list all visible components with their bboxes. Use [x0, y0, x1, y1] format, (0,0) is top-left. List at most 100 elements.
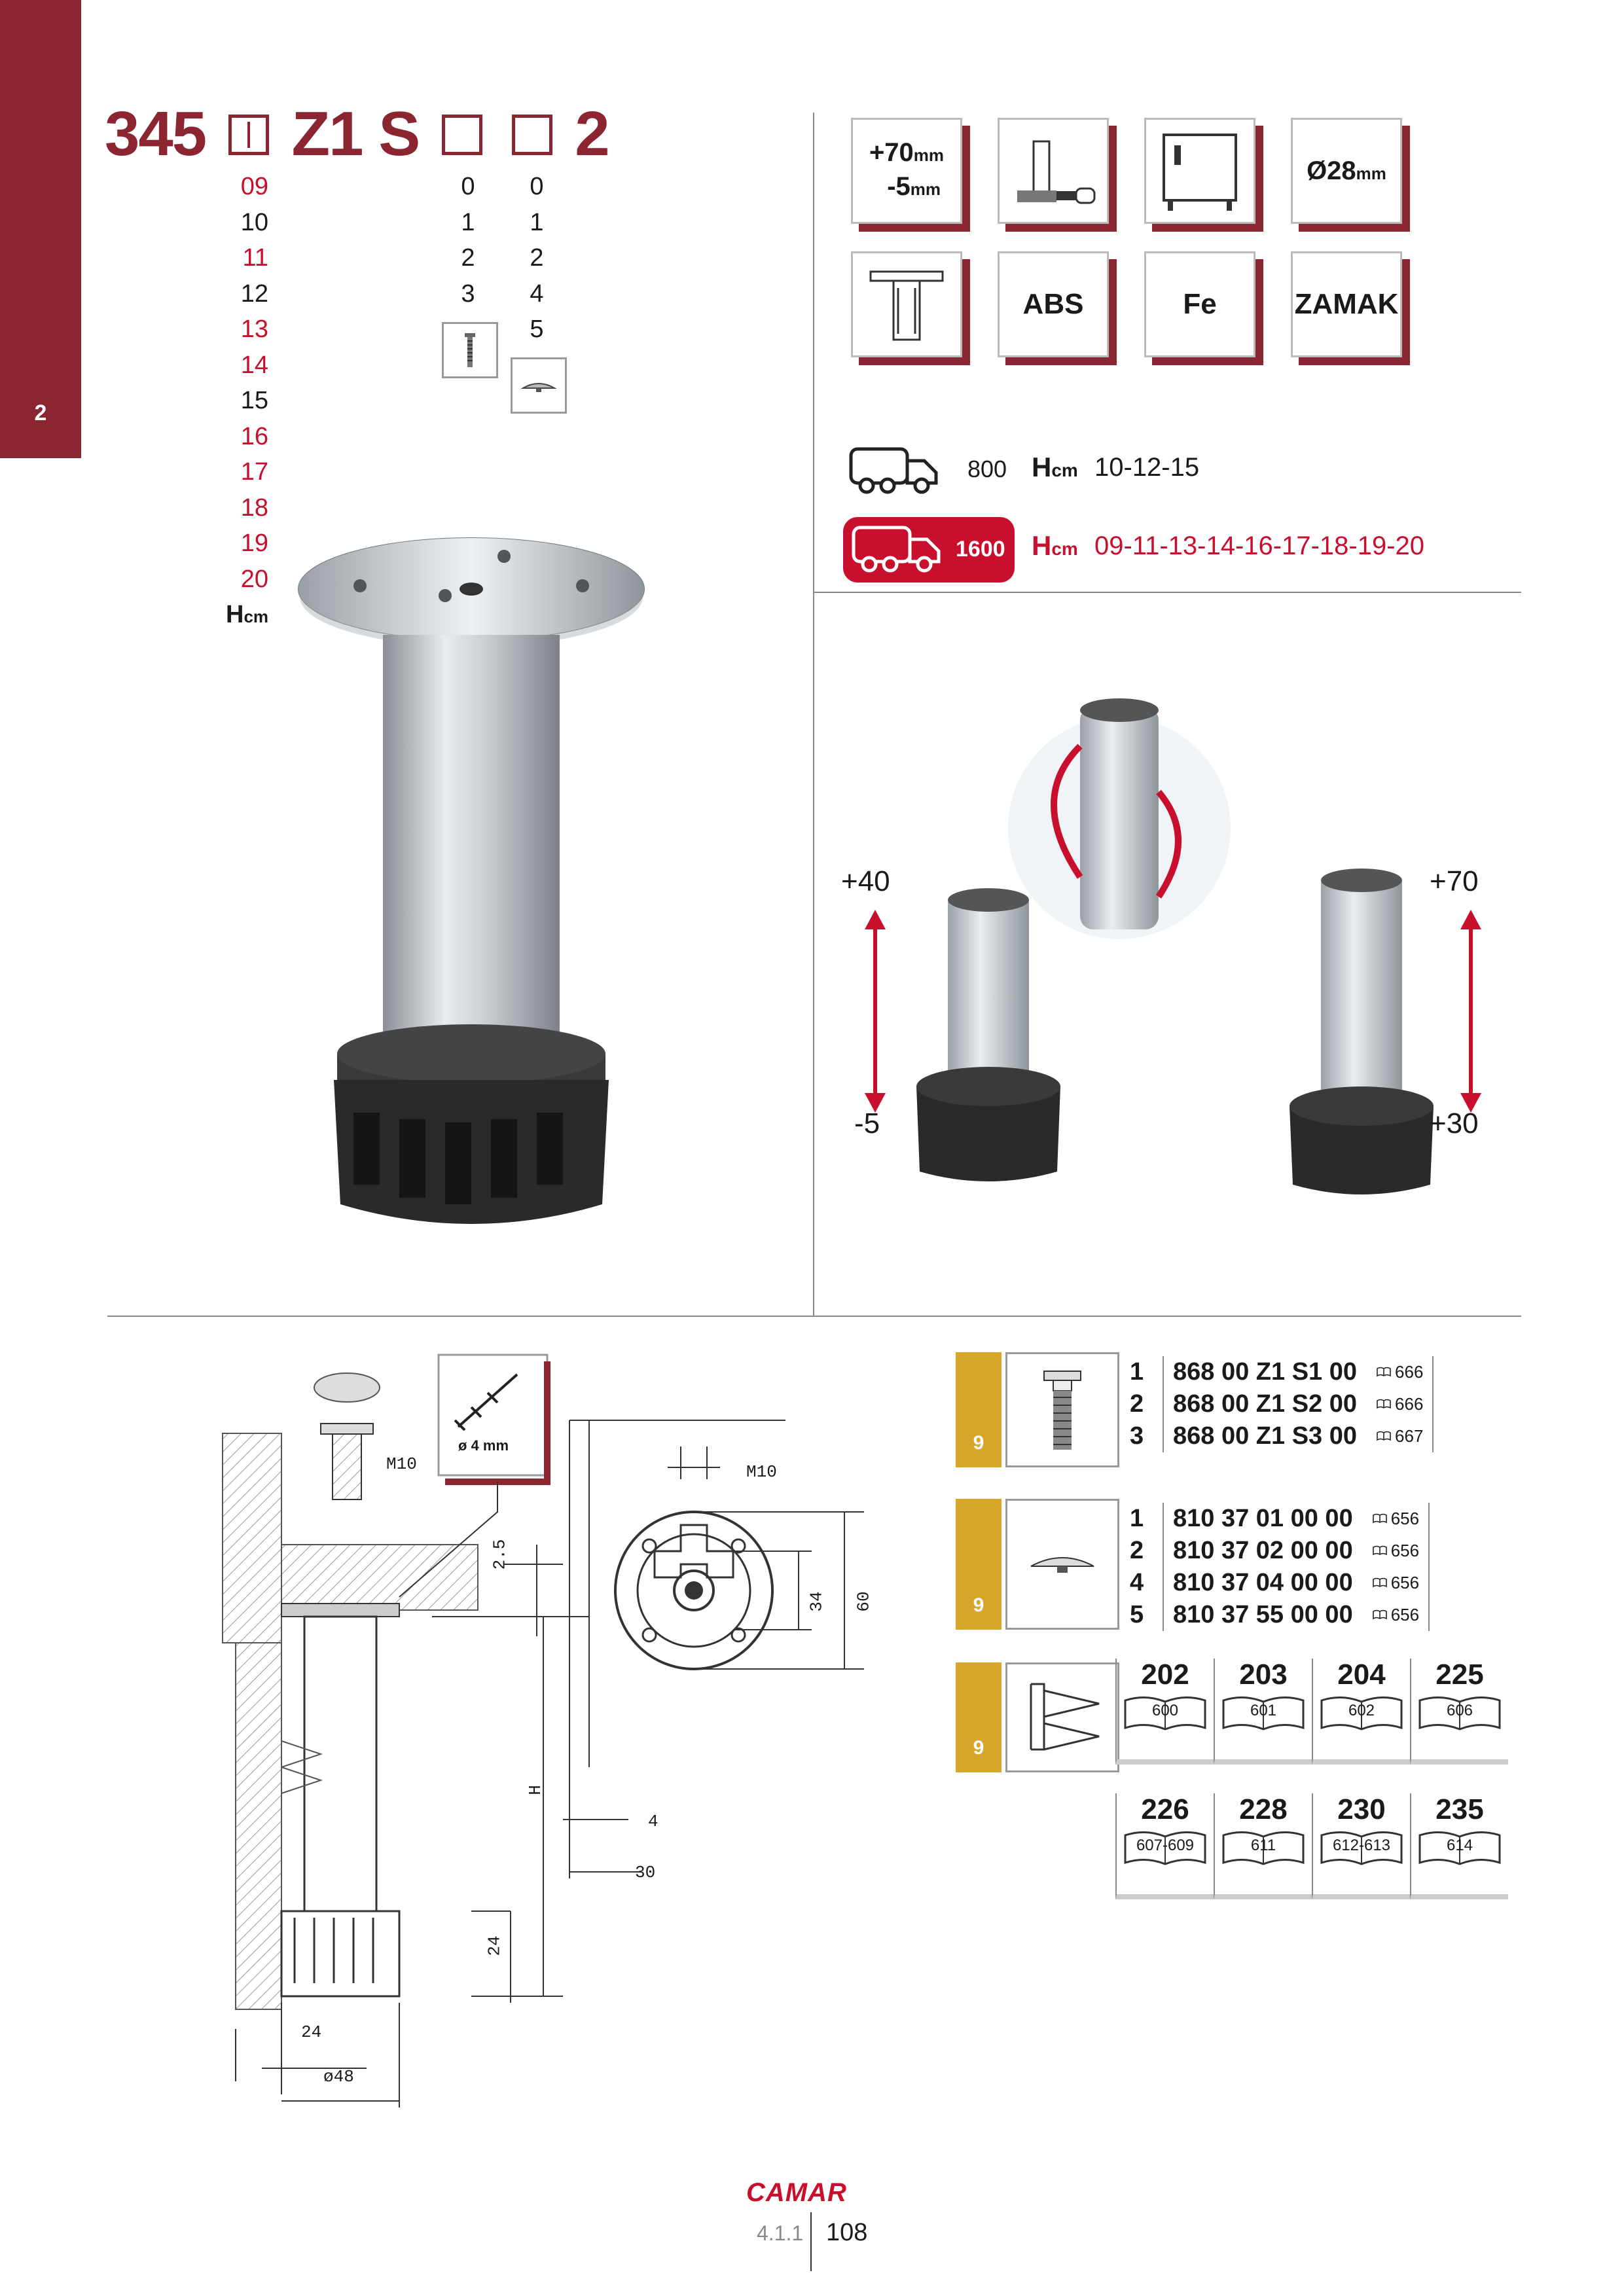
catalog-number: 235: [1435, 1793, 1484, 1825]
screw-option-box: [442, 322, 498, 378]
material-zamak-box: ZAMAK: [1291, 251, 1402, 357]
product-code: 868 00 Z1 S2 00: [1173, 1390, 1358, 1418]
cover-cap-icon: [520, 383, 557, 392]
product-code: 868 00 Z1 S3 00: [1173, 1422, 1358, 1450]
product-code: 810 37 01 00 00: [1173, 1505, 1353, 1532]
shipping-values-2: 09-11-13-14-16-17-18-19-20: [1094, 531, 1425, 560]
adjustment-range-box: +70mm -5mm: [851, 118, 962, 224]
footer-section: 4.1.1: [757, 2221, 804, 2245]
catalog-page: 612-613: [1332, 1837, 1391, 1854]
option-value: 0: [530, 173, 544, 200]
height-option: 16: [240, 422, 268, 450]
catalog-ref-cell[interactable]: 226 607-609: [1115, 1793, 1214, 1899]
catalog-page: 606: [1446, 1702, 1473, 1719]
height-option: 14: [240, 351, 268, 379]
catalog-book-icon: [1377, 1367, 1391, 1378]
catalog-page-ref: 656: [1390, 1605, 1420, 1624]
open-book-icon: 600: [1123, 1694, 1208, 1733]
product-code: 868 00 Z1 S1 00: [1173, 1358, 1358, 1386]
catalog-number: 225: [1435, 1659, 1484, 1691]
code-slot-height: [228, 114, 269, 155]
material-fe-box: Fe: [1144, 251, 1255, 357]
height-option: 18: [240, 493, 268, 522]
shipping-hcm-label-1: Hcm: [1032, 452, 1078, 482]
shipping-values-1: 10-12-15: [1094, 453, 1200, 482]
catalog-number: 230: [1337, 1793, 1386, 1825]
catalog-page: 614: [1446, 1837, 1473, 1854]
product-code: 810 37 55 00 00: [1173, 1601, 1353, 1628]
vertical-divider: [813, 113, 814, 1317]
height-option: 19: [240, 529, 268, 557]
dim-30: 30: [635, 1863, 656, 1882]
technical-drawing: [222, 1354, 864, 2108]
option-value: 0: [461, 173, 475, 200]
open-book-icon: 612-613: [1319, 1829, 1404, 1868]
height-option: 12: [240, 279, 268, 308]
pack-qty-bar-2: 9: [956, 1499, 1001, 1630]
pack-qty-bar-1: 9: [956, 1352, 1001, 1467]
dim-m10-left: M10: [386, 1454, 417, 1474]
option-value: 2: [461, 244, 475, 272]
catalog-number: 228: [1239, 1793, 1288, 1825]
cabinet-icon: [1163, 134, 1237, 211]
shipping-qty-800: 800: [967, 456, 1007, 482]
truck-icon-small: [849, 447, 938, 494]
product-code: 810 37 02 00 00: [1173, 1537, 1353, 1564]
drawing-screw-label: ø 4 mm: [458, 1437, 509, 1454]
open-book-icon: 611: [1221, 1829, 1306, 1868]
catalog-page: 600: [1151, 1702, 1179, 1719]
height-option: 13: [240, 315, 268, 343]
code-slot-option1: [441, 114, 482, 155]
dim-34: 34: [806, 1591, 827, 1612]
cover-cap-icon: [1030, 1557, 1094, 1573]
adjust-label-right-top: +70: [1430, 865, 1479, 897]
open-book-icon: 606: [1417, 1694, 1502, 1733]
catalog-ref-cell[interactable]: 235 614: [1410, 1793, 1508, 1899]
catalog-ref-cell[interactable]: 230 612-613: [1312, 1793, 1410, 1899]
open-book-icon: 601: [1221, 1694, 1306, 1733]
screwdriver-adjust-box: [998, 118, 1109, 224]
dim-4: 4: [648, 1812, 659, 1831]
product-code: 810 37 04 00 00: [1173, 1569, 1353, 1596]
catalog-ref-cell[interactable]: 203 601: [1214, 1659, 1312, 1765]
cap-option-box: [511, 357, 567, 414]
catalog-page: 601: [1250, 1702, 1277, 1719]
catalog-page: 602: [1348, 1702, 1375, 1719]
open-book-icon: 607-609: [1123, 1829, 1208, 1868]
row-index: 1: [1130, 1358, 1144, 1386]
code-middle: Z1 S: [291, 99, 421, 169]
catalog-ref-cell[interactable]: 225 606: [1410, 1659, 1508, 1765]
catalog-number: 203: [1239, 1659, 1288, 1691]
product-code-title: 345 Z1 S 2: [105, 98, 610, 170]
catalog-page-ref: 656: [1390, 1573, 1420, 1592]
footer-page-number: 108: [826, 2219, 868, 2246]
code-slot-option2: [511, 114, 552, 155]
adjust-label-right-bottom: +30: [1430, 1107, 1479, 1139]
code-prefix: 345: [105, 99, 207, 169]
row-index: 2: [1130, 1390, 1144, 1418]
catalog-page-ref: 667: [1395, 1426, 1424, 1446]
catalog-page: 607-609: [1136, 1837, 1195, 1854]
height-option: 11: [242, 244, 268, 272]
cap-accessory-box: [1005, 1499, 1119, 1630]
pack-qty-bar-3: 9: [956, 1662, 1001, 1772]
catalog-book-icon: [1377, 1399, 1391, 1410]
catalog-page-ref: 656: [1390, 1541, 1420, 1560]
catalog-number: 226: [1141, 1793, 1189, 1825]
option-value: 1: [530, 208, 544, 236]
bolt-accessory-box: [1005, 1352, 1119, 1467]
adjust-label-left-bottom: -5: [854, 1107, 880, 1139]
